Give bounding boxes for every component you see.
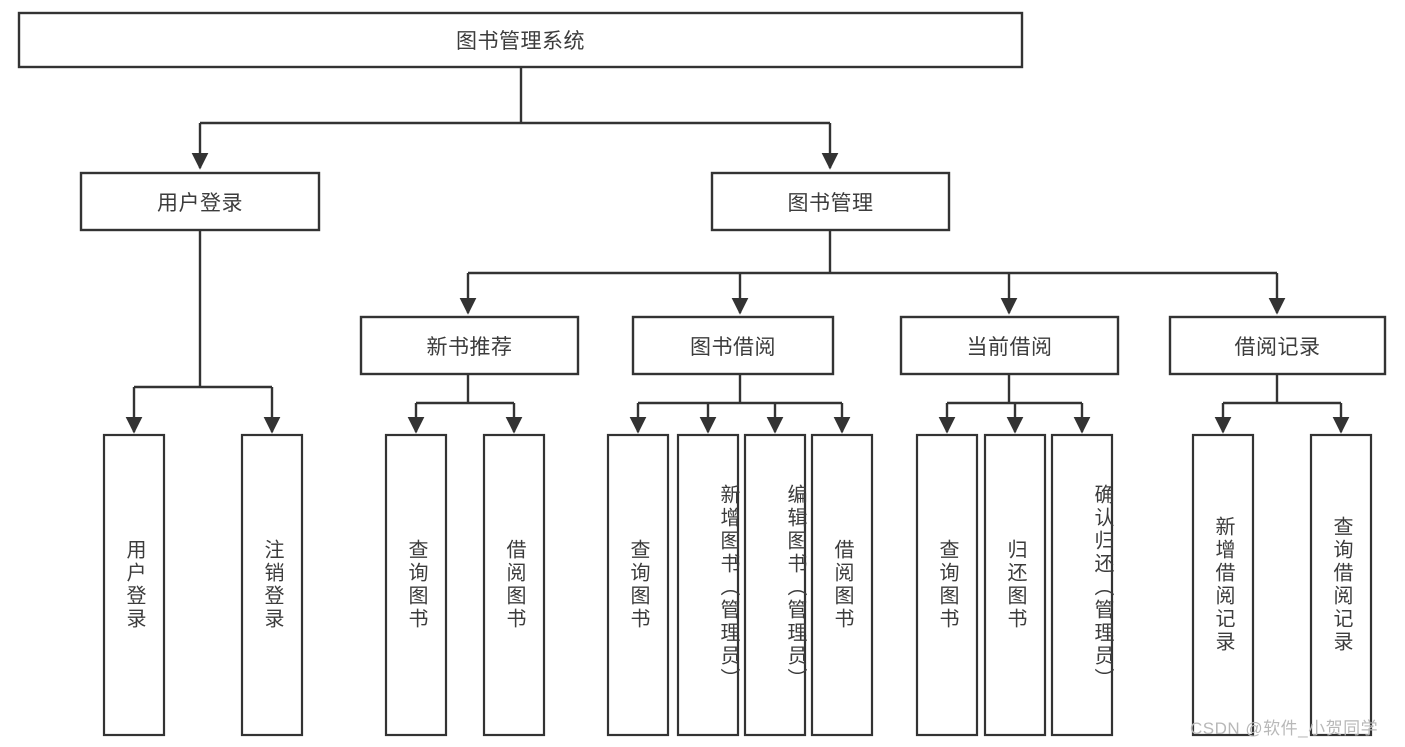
leaf-box-book-borrow-3[interactable] (743, 433, 807, 737)
node-book-manage-box[interactable] (710, 171, 951, 232)
leaf-box-new-book-1[interactable] (384, 433, 448, 737)
node-borrow-record-box[interactable] (1168, 315, 1387, 376)
leaf-box-user-login-1[interactable] (102, 433, 166, 737)
leaf-box-borrow-record-2[interactable] (1309, 433, 1373, 737)
leaf-box-current-borrow-1[interactable] (915, 433, 979, 737)
leaf-box-book-borrow-2[interactable] (676, 433, 740, 737)
node-new-book-recommend-box[interactable] (359, 315, 580, 376)
leaf-box-borrow-record-1[interactable] (1191, 433, 1255, 737)
leaf-box-book-borrow-4[interactable] (810, 433, 874, 737)
csdn-watermark: CSDN @软件_小贺同学 (1190, 719, 1379, 738)
node-current-borrow-box[interactable] (899, 315, 1120, 376)
node-root-box[interactable] (17, 11, 1024, 69)
leaf-box-user-login-2[interactable] (240, 433, 304, 737)
leaf-box-new-book-2[interactable] (482, 433, 546, 737)
node-book-borrow-box[interactable] (631, 315, 835, 376)
leaf-box-book-borrow-1[interactable] (606, 433, 670, 737)
node-user-login-box[interactable] (79, 171, 321, 232)
leaf-box-current-borrow-3[interactable] (1050, 433, 1114, 737)
leaf-box-current-borrow-2[interactable] (983, 433, 1047, 737)
